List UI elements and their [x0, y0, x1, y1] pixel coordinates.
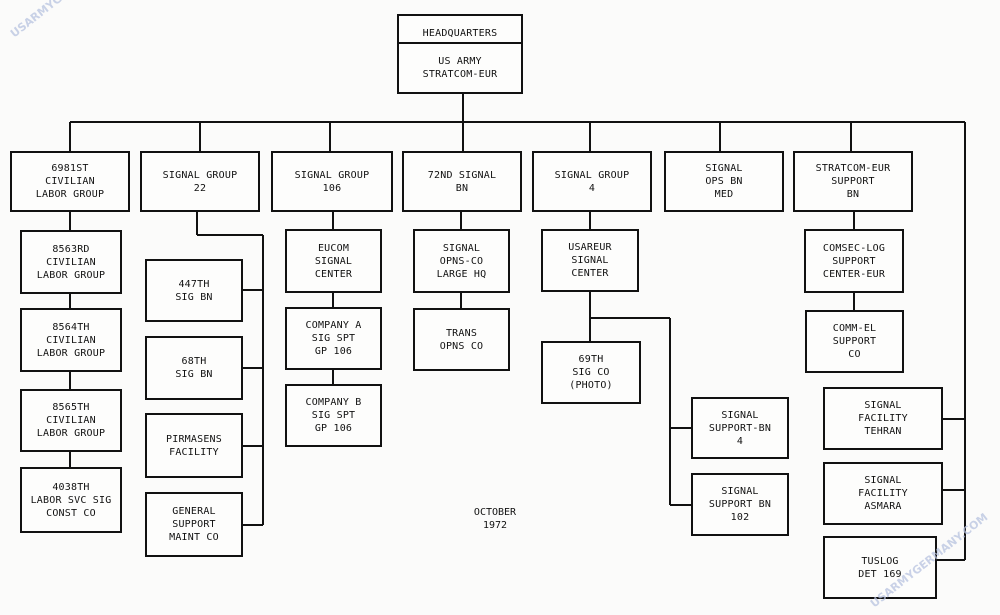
- unit-signal-facility-tehran: SIGNAL FACILITY TEHRAN: [823, 387, 943, 450]
- unit-signal-group-22: SIGNAL GROUP 22: [140, 151, 260, 212]
- unit-eucom-signal-center: EUCOM SIGNAL CENTER: [285, 229, 382, 293]
- unit-signal-group-106: SIGNAL GROUP 106: [271, 151, 393, 212]
- unit-comsec-log-support-center-eur: COMSEC-LOG SUPPORT CENTER-EUR: [804, 229, 904, 293]
- date-label: OCTOBER 1972: [473, 507, 517, 531]
- unit-company-a-sig-spt-gp-106: COMPANY A SIG SPT GP 106: [285, 307, 382, 370]
- unit-comm-el-support-co: COMM-EL SUPPORT CO: [805, 310, 904, 373]
- unit-tuslog-det-169: TUSLOG DET 169: [823, 536, 937, 599]
- unit-6981st-civilian-labor-group: 6981ST CIVILIAN LABOR GROUP: [10, 151, 130, 212]
- unit-usareur-signal-center: USAREUR SIGNAL CENTER: [541, 229, 639, 292]
- unit-447th-sig-bn: 447TH SIG BN: [145, 259, 243, 322]
- unit-69th-sig-co-photo: 69TH SIG CO (PHOTO): [541, 341, 641, 404]
- unit-8563rd-civilian-labor-group: 8563RD CIVILIAN LABOR GROUP: [20, 230, 122, 294]
- unit-signal-ops-bn-med: SIGNAL OPS BN MED: [664, 151, 784, 212]
- unit-pirmasens-facility: PIRMASENS FACILITY: [145, 413, 243, 478]
- headquarters-box: HEADQUARTERS US ARMY STRATCOM-EUR: [397, 14, 523, 94]
- unit-trans-opns-co: TRANS OPNS CO: [413, 308, 510, 371]
- unit-signal-opns-co-large-hq: SIGNAL OPNS-CO LARGE HQ: [413, 229, 510, 293]
- unit-signal-support-bn-4: SIGNAL SUPPORT-BN 4: [691, 397, 789, 459]
- unit-4038th-labor-svc-sig-const-co: 4038TH LABOR SVC SIG CONST CO: [20, 467, 122, 533]
- unit-8564th-civilian-labor-group: 8564TH CIVILIAN LABOR GROUP: [20, 308, 122, 372]
- unit-signal-support-bn-102: SIGNAL SUPPORT BN 102: [691, 473, 789, 536]
- headquarters-label: HEADQUARTERS: [422, 28, 498, 39]
- unit-72nd-signal-bn: 72ND SIGNAL BN: [402, 151, 522, 212]
- unit-signal-facility-asmara: SIGNAL FACILITY ASMARA: [823, 462, 943, 525]
- unit-signal-group-4: SIGNAL GROUP 4: [532, 151, 652, 212]
- unit-8565th-civilian-labor-group: 8565TH CIVILIAN LABOR GROUP: [20, 389, 122, 452]
- unit-general-support-maint-co: GENERAL SUPPORT MAINT CO: [145, 492, 243, 557]
- unit-stratcom-eur-support-bn: STRATCOM-EUR SUPPORT BN: [793, 151, 913, 212]
- headquarters-title: US ARMY STRATCOM-EUR: [422, 56, 498, 80]
- unit-company-b-sig-spt-gp-106: COMPANY B SIG SPT GP 106: [285, 384, 382, 447]
- unit-68th-sig-bn: 68TH SIG BN: [145, 336, 243, 400]
